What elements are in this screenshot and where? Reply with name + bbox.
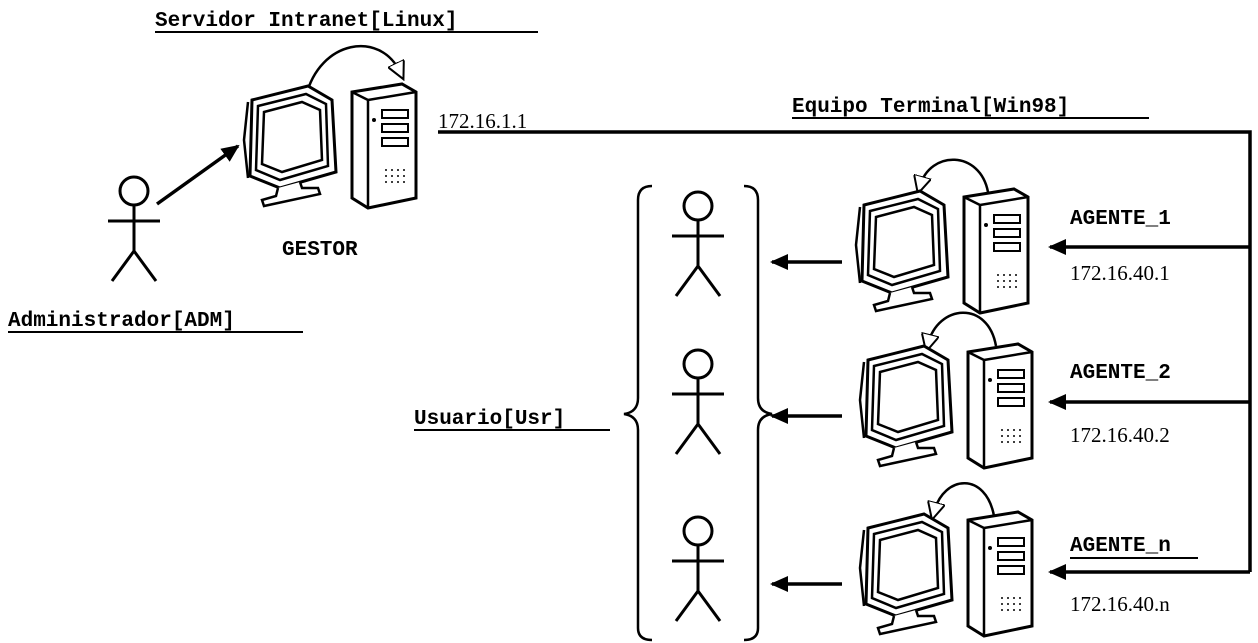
agent-2-ip: 172.16.40.2 [1070,423,1170,447]
server-role-label: GESTOR [282,239,358,262]
agent-1-computer-icon [856,189,1028,313]
admin-label: Administrador[ADM] [8,310,235,333]
agent-n-computer-icon [860,512,1032,636]
agent-1-loop-arrow [920,160,988,192]
agent-1-ip: 172.16.40.1 [1070,261,1170,285]
user-2-actor-icon [672,350,724,454]
admin-actor-icon [108,177,160,281]
users-label: Usuario[Usr] [414,408,565,431]
agent-2-loop-arrow [928,313,996,346]
network-bus-line [438,132,1250,572]
agent-2-name: AGENTE_2 [1070,362,1171,385]
user-1-actor-icon [672,192,724,296]
agent-n-name: AGENTE_n [1070,535,1171,558]
agent-n-ip: 172.16.40.n [1070,592,1170,616]
admin-to-server-arrow [157,146,238,204]
agent-2-computer-icon [860,344,1032,468]
server-computer-icon [244,84,416,208]
terminal-title: Equipo Terminal[Win98] [792,96,1069,119]
agent-n-loop-arrow [934,483,994,516]
server-ip: 172.16.1.1 [438,109,527,133]
server-title: Servidor Intranet[Linux] [155,10,457,33]
users-left-brace [624,186,652,640]
users-right-brace [744,186,772,640]
agent-1-name: AGENTE_1 [1070,208,1171,231]
user-n-actor-icon [672,517,724,621]
